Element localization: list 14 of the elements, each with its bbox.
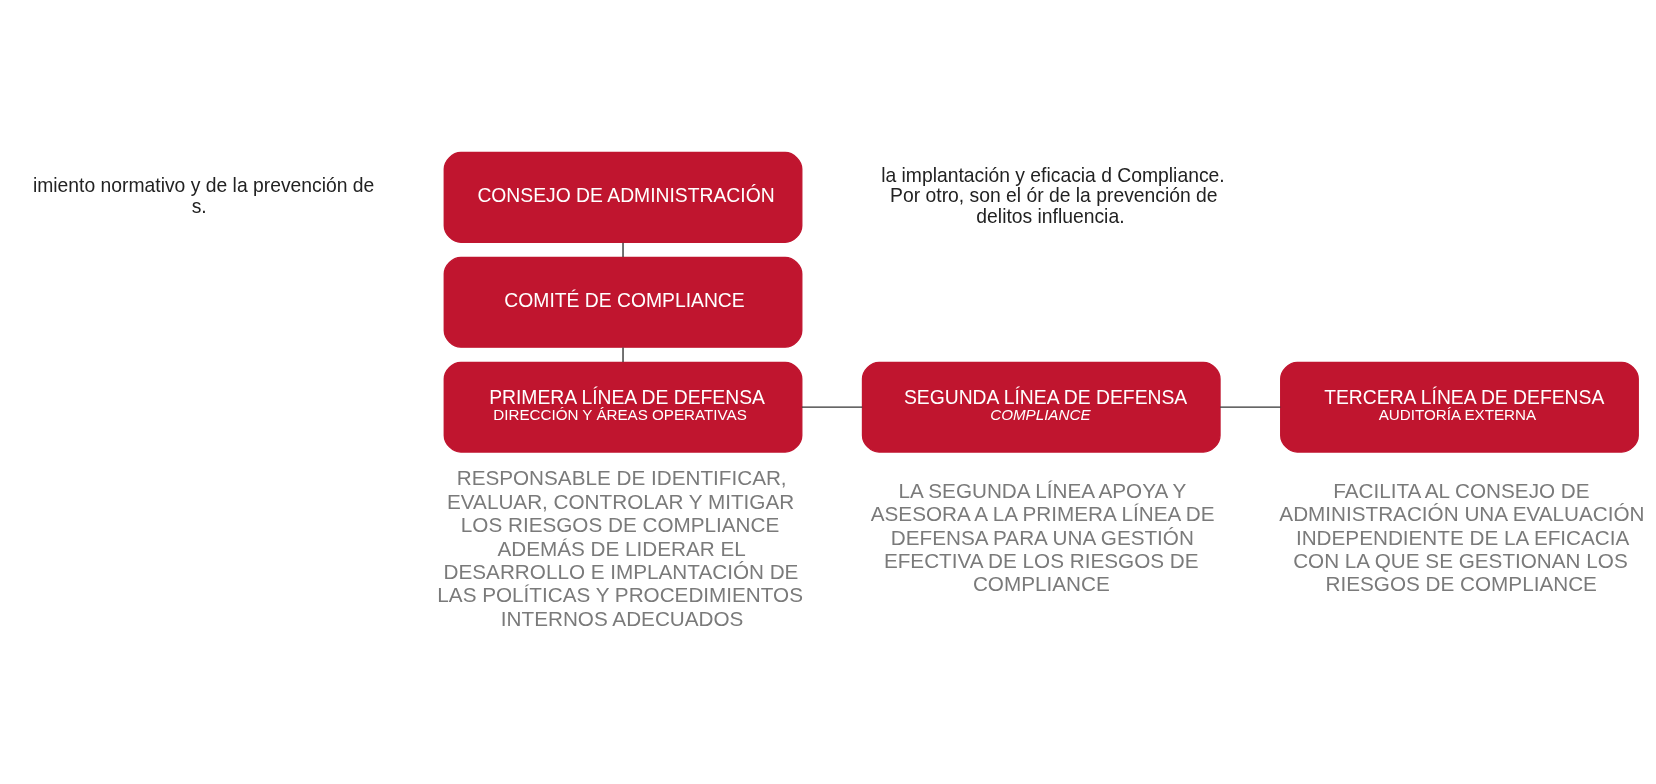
node-label: RESPONSABLE DE IDENTIFICAR, EVALUAR, CONTROLAR Y MITIGAR LOS RIESGOS DE COMPLIANCE ADEMÁS DE LIDERAR EL DESARROLLO E IMPLANTACIÓN DE LAS POLÍTICAS Y PROCEDIMIENTOS INTERNOS ADECUADOS bbox=[437, 466, 803, 630]
node-label: FACILITA AL CONSEJO DE ADMINISTRACIÓN UNA EVALUACIÓN INDEPENDIENTE DE LA EFICACIA CON LA QUE SE GESTIONAN LOS RIESGOS DE COMPLIANCE bbox=[1279, 478, 1645, 596]
connector bbox=[801, 406, 863, 408]
node-box: COMITÉ DE COMPLIANCE bbox=[443, 256, 803, 348]
node-box: CONSEJO DE ADMINISTRACIÓN bbox=[443, 151, 803, 243]
node-box: PRIMERA LÍNEA DE DEFENSA DIRECCIÓN Y ÁREAS OPERATIVAS bbox=[443, 361, 803, 453]
node-label: LA SEGUNDA LÍNEA APOYA Y ASESORA A LA PRIMERA LÍNEA DE DEFENSA PARA UNA GESTIÓN EFECTIVA DE LOS RIESGOS DE COMPLIANCE bbox=[870, 478, 1215, 596]
label: imiento normativo y de la prevención de s. bbox=[32, 175, 375, 217]
node-box: TERCERA LÍNEA DE DEFENSA AUDITORÍA EXTERNA bbox=[1280, 361, 1639, 453]
label: la implantación y eficacia d Compliance. Por otro, son el ór de la prevención de delitos influencia. bbox=[881, 164, 1225, 228]
connector bbox=[1219, 406, 1282, 408]
node-box: SEGUNDA LÍNEA DE DEFENSA COMPLIANCE bbox=[861, 361, 1221, 453]
connector bbox=[622, 242, 624, 258]
connector bbox=[622, 346, 624, 363]
